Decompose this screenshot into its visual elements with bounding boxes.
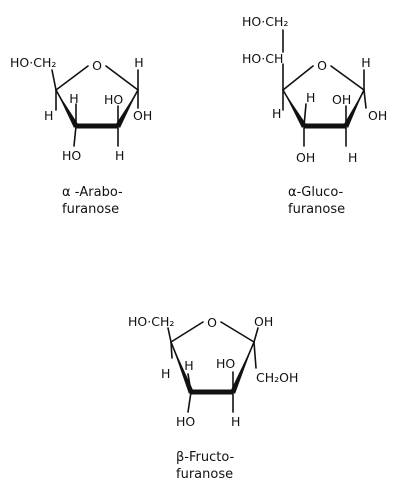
substituent-bond xyxy=(187,391,192,413)
ring-wedge xyxy=(171,342,193,394)
c4-top-label: H xyxy=(184,358,193,373)
substituent-bond xyxy=(363,89,367,109)
fructofuranose-name-line2: furanose xyxy=(176,467,233,482)
c5-bottom-label: H xyxy=(161,366,170,381)
c3-top-label: HO xyxy=(216,356,235,371)
ring-wedge xyxy=(56,90,78,128)
glucofuranose-name-line1: α-Gluco- xyxy=(288,185,344,200)
c2-top-label: OH xyxy=(332,92,351,107)
ring-oxygen-label: O xyxy=(317,58,327,73)
ring-oxygen-label: O xyxy=(207,315,217,330)
ring-oxygen-label: O xyxy=(92,58,102,73)
c1-bottom-label: OH xyxy=(133,108,152,123)
substituent-bond xyxy=(303,103,307,127)
c5-label: HO·CH xyxy=(242,51,283,66)
substituent-bond xyxy=(170,341,173,359)
substituent-bond xyxy=(51,69,57,91)
c2-bottom-label: H xyxy=(348,150,357,165)
c3-bottom-label: H xyxy=(231,414,240,429)
ring-bond xyxy=(330,65,365,91)
c1-bottom-label: OH xyxy=(368,108,387,123)
ring-bond xyxy=(220,321,255,343)
substituent-bond xyxy=(253,327,259,343)
c4-bottom-label: HO xyxy=(176,414,195,429)
arabofuranose-name-line1: α -Arabo- xyxy=(62,185,123,200)
c5-substituent-label: HO·CH₂ xyxy=(128,314,174,329)
substituent-bond xyxy=(167,327,172,343)
substituent-bond xyxy=(253,341,257,369)
arabofuranose-name-line2: furanose xyxy=(62,202,119,217)
c3-top-label: H xyxy=(306,90,315,105)
glucofuranose-name-line2: furanose xyxy=(288,202,345,217)
c3-bottom-label: HO xyxy=(62,148,81,163)
glucofuranose-structure: HO·CH₂ HO·CH O H OH OH H H OH H α-Gluco-… xyxy=(242,14,387,217)
ring-wedge xyxy=(116,90,138,128)
fructofuranose-name-line1: β-Fructo- xyxy=(176,450,235,465)
ring-bond xyxy=(282,65,314,91)
fructofuranose-structure: O HO·CH₂ OH CH₂OH HO H H HO H β-Fructo- … xyxy=(128,314,298,482)
ring-wedge xyxy=(231,342,254,394)
c2-bottom-label: CH₂OH xyxy=(256,370,298,385)
c4-bottom-label: H xyxy=(272,106,281,121)
substituent-bond xyxy=(187,373,192,393)
ring-bond xyxy=(170,321,204,343)
ring-wedge xyxy=(283,90,306,128)
substituent-bond xyxy=(73,125,77,147)
c1-top-label: H xyxy=(361,55,370,70)
ring-bond xyxy=(55,65,89,91)
c1-top-label: H xyxy=(134,55,143,70)
c2-top-label: OH xyxy=(254,314,273,329)
c3-top-label: H xyxy=(69,91,78,106)
c4-substituent-label: HO·CH₂ xyxy=(10,55,56,70)
c6-label: HO·CH₂ xyxy=(242,14,288,29)
c4-bottom-label: H xyxy=(44,108,53,123)
c2-top-label: HO xyxy=(104,92,123,107)
c3-bottom-label: OH xyxy=(296,150,315,165)
arabofuranose-structure: O HO·CH₂ H OH HO H H HO H α -Arabo- fura… xyxy=(10,55,152,217)
ring-wedge xyxy=(344,90,364,128)
c2-bottom-label: H xyxy=(115,148,124,163)
ring-bond xyxy=(105,65,139,91)
